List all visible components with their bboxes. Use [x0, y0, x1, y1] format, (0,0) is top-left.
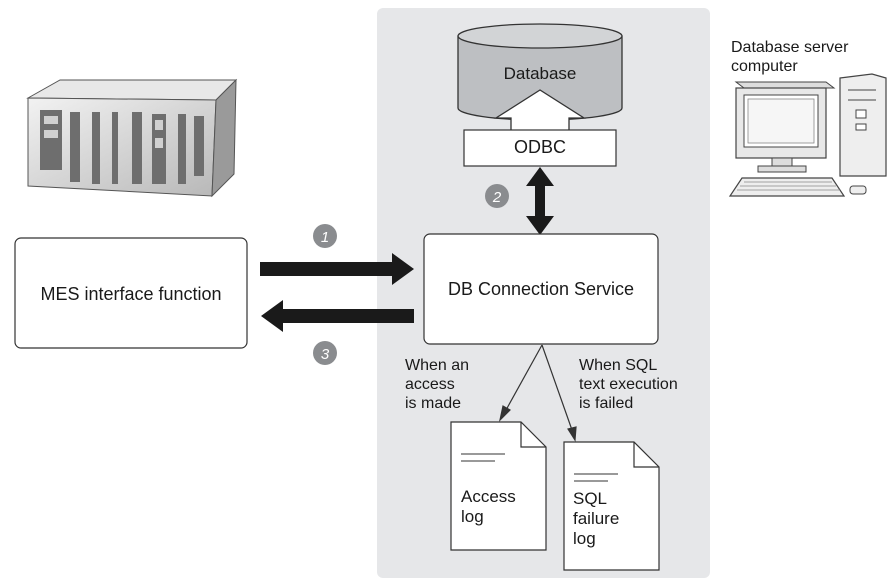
computer-icon	[728, 73, 887, 197]
sql-failure-log-document	[563, 441, 660, 571]
sql-failure-log-label: SQL failure log	[573, 489, 620, 548]
step-badge-2: 2	[485, 184, 509, 208]
mes-box	[14, 237, 248, 349]
odbc-up-arrow	[493, 89, 587, 130]
server-label: Database server computer	[731, 39, 849, 75]
step-number-2: 2	[492, 189, 502, 206]
access-condition-label: When an access is made	[405, 357, 470, 412]
arrow-to-mes	[261, 300, 414, 332]
arrow-to-service	[260, 253, 414, 285]
step-number-1: 1	[321, 229, 329, 246]
db-service-label: DB Connection Service	[447, 279, 635, 299]
log-connector-lines	[498, 344, 577, 442]
odbc-box	[463, 129, 617, 167]
access-log-document	[450, 421, 547, 551]
access-log-label: Access log	[461, 487, 516, 526]
mes-label: MES interface function	[40, 284, 222, 304]
db-service-box	[423, 233, 659, 345]
database-cylinder	[457, 23, 623, 121]
step-number-3: 3	[321, 346, 330, 363]
plc-module-icon	[26, 78, 238, 198]
odbc-label: ODBC	[513, 137, 566, 157]
step-badge-3: 3	[313, 341, 337, 365]
sql-failed-condition-label: When SQL text execution is failed	[579, 357, 678, 412]
database-label: Database	[503, 64, 577, 83]
step-badge-1: 1	[313, 224, 337, 248]
double-arrow-vertical	[526, 167, 554, 235]
